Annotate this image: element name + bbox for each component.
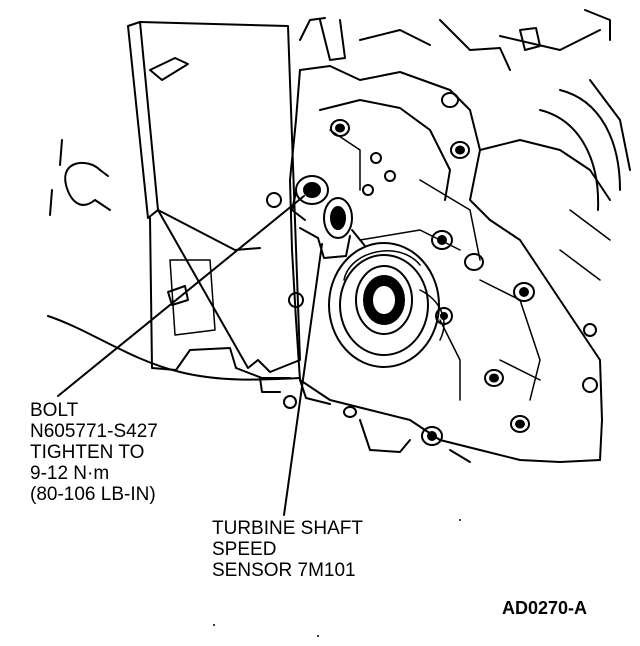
bolt-callout: BOLT N605771-S427 TIGHTEN TO 9-12 N·m (8…	[30, 400, 158, 505]
plate-details	[329, 129, 611, 401]
speed-sensor	[299, 197, 366, 259]
upper-bracket	[299, 9, 611, 71]
harness-line	[47, 315, 301, 381]
bolt-torque-heading: TIGHTEN TO	[30, 442, 145, 463]
case-outline	[289, 65, 631, 463]
turbine-shaft-drum	[328, 242, 440, 368]
figure-id: AD0270-A	[502, 598, 588, 618]
sensor-leader-line	[283, 243, 323, 516]
bolt-head	[291, 175, 329, 221]
lower-case	[259, 377, 471, 463]
bolt-torque-imperial: (80-106 LB-IN)	[30, 484, 156, 505]
bolt-part-number: N605771-S427	[30, 421, 158, 442]
bolt-torque-metric: 9-12 N·m	[30, 463, 110, 484]
bracket-panel	[49, 21, 301, 379]
bolt-leader-line	[57, 195, 305, 397]
bolt-label: BOLT	[30, 400, 79, 421]
case-bolts	[266, 92, 598, 446]
sensor-callout: TURBINE SHAFT SPEED SENSOR 7M101	[212, 518, 363, 581]
sensor-label-line-1: TURBINE SHAFT	[212, 518, 363, 539]
specks	[213, 519, 461, 637]
sensor-label-line-3: SENSOR 7M101	[212, 560, 356, 581]
sensor-label-line-2: SPEED	[212, 539, 277, 560]
